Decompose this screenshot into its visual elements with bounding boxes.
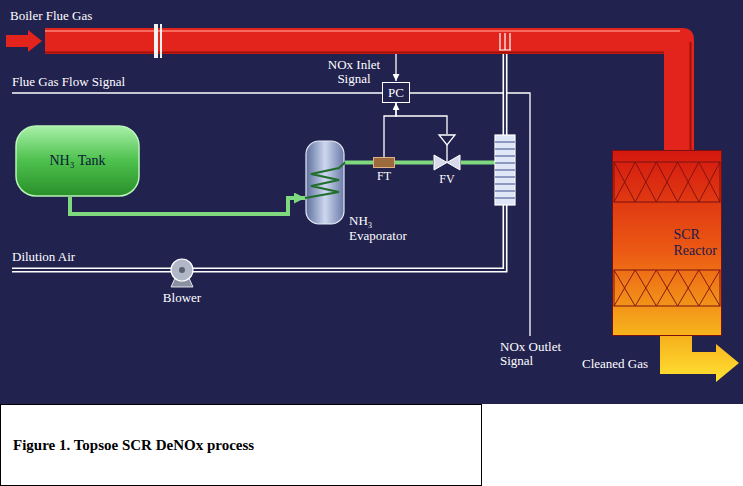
dark-panel <box>0 0 743 404</box>
air-ammonia-mixer <box>495 135 515 205</box>
inlet-signal-line <box>395 54 396 81</box>
catalyst-layer <box>614 270 720 306</box>
controller-box: PC <box>382 82 410 103</box>
catalyst-layer <box>614 162 720 202</box>
injection-grid <box>499 33 511 50</box>
caption-box: Figure 1. Topsoe SCR DeNOx process <box>0 404 482 486</box>
duct-highlight <box>45 30 680 32</box>
flow-signal-line <box>12 92 390 93</box>
signal-name: NOx Inlet Signal <box>318 58 390 86</box>
flue-gas-duct <box>45 28 694 152</box>
duct-shadow <box>690 42 692 150</box>
evaporator-vessel-shape <box>305 140 345 225</box>
injection-pipe-core <box>504 54 506 135</box>
blower-shape <box>170 258 194 288</box>
expansion-joint <box>154 24 158 58</box>
signal-name: NOx Outlet Signal <box>500 340 580 368</box>
reactor-name: SCR Reactor <box>673 227 717 259</box>
equipment-name: Blower <box>163 290 201 305</box>
catalyst-hatch <box>614 270 720 306</box>
injection-pipe <box>503 54 508 135</box>
blower: Blower <box>170 258 194 288</box>
expansion-joint <box>160 24 162 58</box>
control-signal-line <box>396 103 447 134</box>
tank-body <box>16 126 139 196</box>
instrument-tag: FV <box>439 173 454 186</box>
valve-body <box>434 155 447 170</box>
blower-hub <box>179 267 185 273</box>
controller-tag: PC <box>388 85 404 100</box>
evaporator-vessel: NH₃ Evaporator <box>305 140 345 225</box>
cleaned-gas-outlet <box>660 336 739 382</box>
transmitter-body <box>374 158 395 168</box>
scr-reactor: SCR Reactor <box>612 150 722 336</box>
ammonia-pipe <box>461 161 495 165</box>
equipment-name: NH₃ Evaporator <box>349 213 407 243</box>
tank-name: NH₃ Tank <box>49 153 105 169</box>
instrument-tag: FT <box>377 170 391 183</box>
flow-control-valve-shape <box>433 134 461 171</box>
figure-caption: Figure 1. Topsoe SCR DeNOx process <box>13 437 254 454</box>
signal-name: Flue Gas Flow Signal <box>12 75 125 89</box>
duct-shadow <box>45 52 664 54</box>
heating-coil <box>305 163 345 199</box>
stream-name: Cleaned Gas <box>582 357 648 371</box>
valve-body <box>447 155 460 170</box>
blower-casing <box>171 259 193 281</box>
ammonia-tank: NH₃ Tank <box>15 125 140 197</box>
mixer-stripes <box>495 142 515 198</box>
catalyst-hatch <box>614 162 720 202</box>
vessel-body <box>306 141 344 224</box>
ammonia-pipe <box>70 197 305 214</box>
flow-transmitter: FT <box>373 157 395 168</box>
valve-actuator <box>439 135 455 145</box>
stream-name: Dilution Air <box>12 250 75 264</box>
flue-gas-arrow <box>6 30 42 52</box>
valve-stem <box>446 145 447 163</box>
outlet-signal-line <box>402 93 530 336</box>
control-signal-line <box>384 103 396 157</box>
ammonia-pipe <box>395 161 433 165</box>
reactor-body <box>613 151 722 336</box>
inlet-stream-label: Boiler Flue Gas <box>10 9 92 23</box>
ammonia-pipe <box>345 161 373 165</box>
flow-control-valve: FV <box>433 134 461 171</box>
flow-transmitter-shape <box>373 157 395 168</box>
